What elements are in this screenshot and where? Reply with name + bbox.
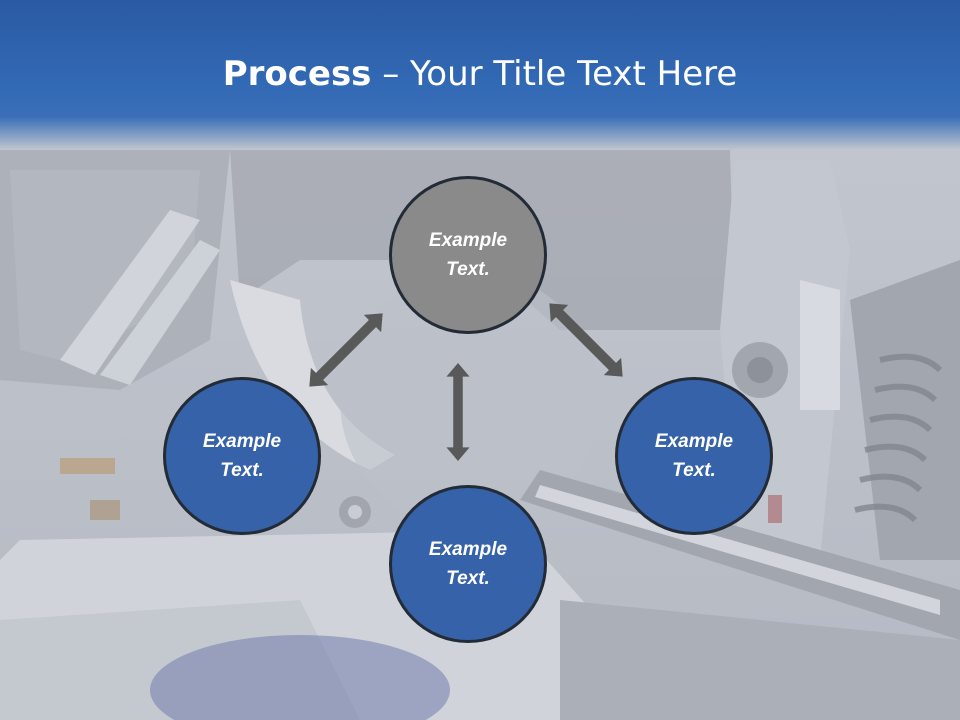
node-bottom-line2: Text. [446,568,490,589]
node-left-line1: Example [202,431,282,452]
arrow-top-left [300,304,392,396]
node-top-line2: Text. [446,259,490,280]
title-rest-text: – Your Title Text Here [371,54,738,94]
header-band [0,0,960,150]
node-bottom-line1: Example [428,539,508,560]
node-bottom[interactable]: Example Text. [389,485,547,643]
node-left[interactable]: Example Text. [163,377,321,535]
node-right[interactable]: Example Text. [615,377,773,535]
title-bold-text: Process [222,54,372,94]
arrow-vertical [446,363,470,461]
node-right-line1: Example [654,431,734,452]
node-left-line2: Text. [220,460,264,481]
node-right-line2: Text. [672,460,716,481]
slide-title[interactable]: Process – Your Title Text Here [0,52,960,96]
node-top-line1: Example [428,230,508,251]
arrow-top-right [540,294,632,386]
node-top[interactable]: Example Text. [389,176,547,334]
